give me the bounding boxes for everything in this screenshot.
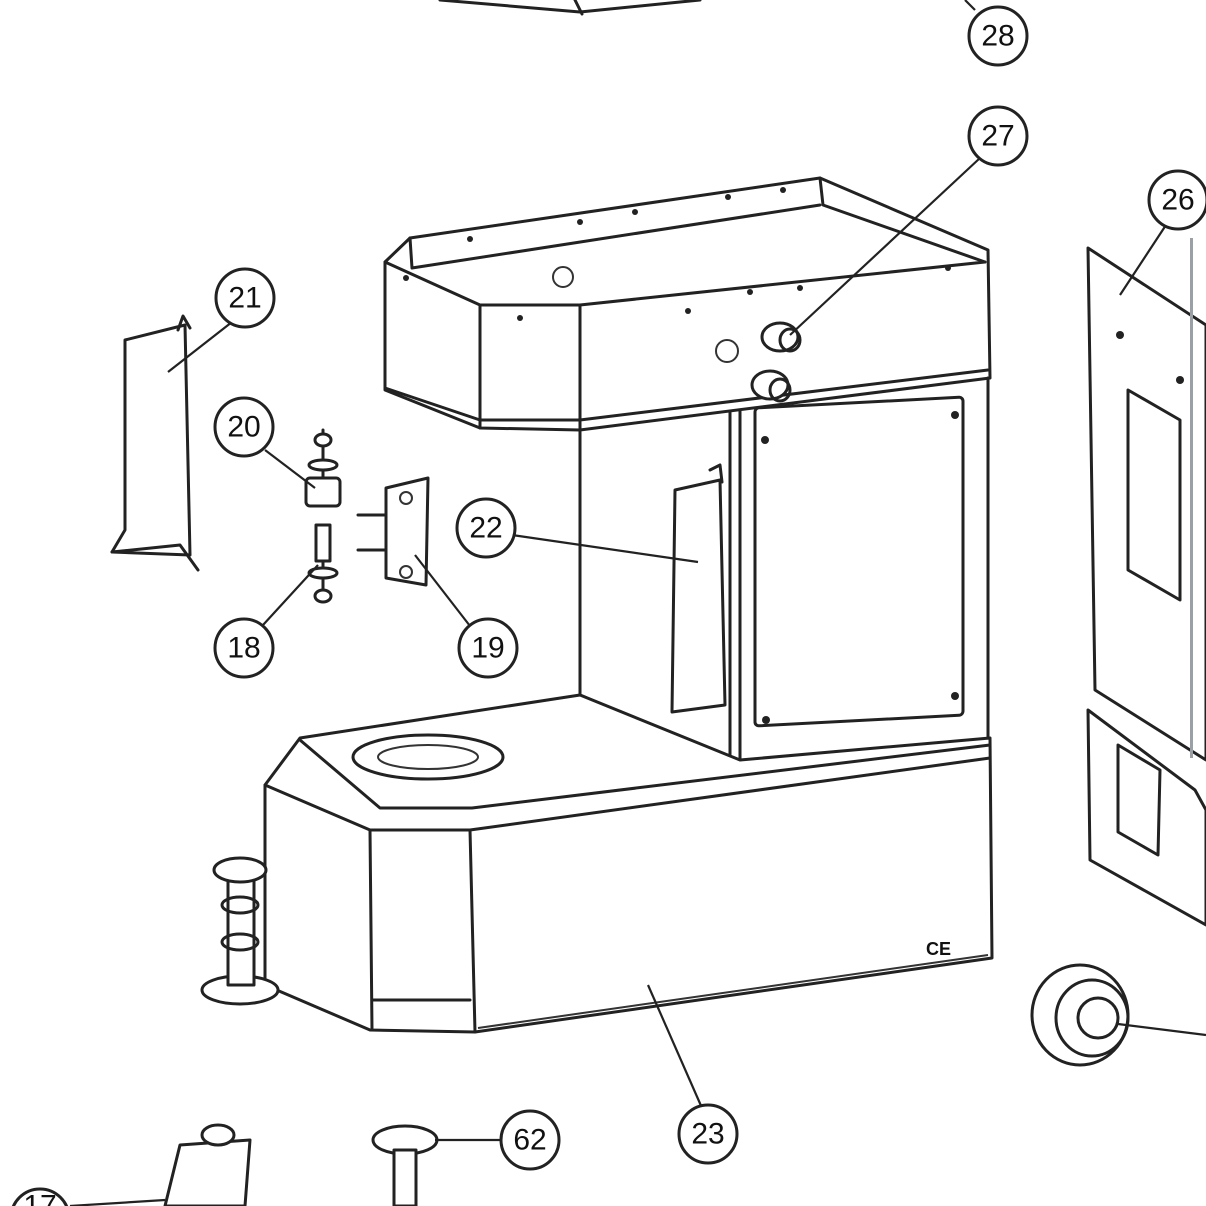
adjustable-foot bbox=[200, 856, 280, 1006]
callout-27-label: 27 bbox=[981, 120, 1014, 153]
mount-stud bbox=[304, 428, 342, 604]
callout-23: 23 bbox=[677, 1103, 739, 1165]
ce-marking: CE bbox=[926, 939, 951, 959]
callout-62: 62 bbox=[499, 1109, 561, 1171]
callout-22-label: 22 bbox=[469, 512, 502, 545]
callout-28-label: 28 bbox=[981, 20, 1014, 53]
leader-lines bbox=[69, 0, 1167, 1206]
callout-27: 27 bbox=[967, 105, 1029, 167]
upper-housing bbox=[383, 176, 992, 432]
base bbox=[263, 693, 994, 1034]
callout-17: 17 bbox=[11, 1187, 69, 1206]
callout-21-label: 21 bbox=[228, 282, 261, 315]
pulley bbox=[1030, 963, 1206, 1067]
callout-17-label: 17 bbox=[23, 1190, 56, 1206]
castor-17 bbox=[163, 1123, 252, 1206]
column-body bbox=[578, 376, 990, 762]
screw-dots-upper bbox=[403, 187, 951, 321]
callout-23-label: 23 bbox=[691, 1118, 724, 1151]
scrollbar[interactable] bbox=[1190, 238, 1193, 758]
callout-26-label: 26 bbox=[1161, 184, 1194, 217]
callout-26: 26 bbox=[1147, 169, 1206, 231]
bracket-21 bbox=[110, 314, 200, 572]
bracket-22 bbox=[670, 463, 727, 714]
side-panel-26 bbox=[1086, 246, 1206, 762]
callout-22: 22 bbox=[455, 497, 517, 559]
callout-19-label: 19 bbox=[471, 632, 504, 665]
top-cover-fragment bbox=[438, 0, 702, 16]
callout-19: 19 bbox=[457, 617, 519, 679]
plate-19 bbox=[356, 476, 430, 587]
callout-20: 20 bbox=[213, 396, 275, 458]
callout-28: 28 bbox=[967, 5, 1029, 67]
callout-21: 21 bbox=[214, 267, 276, 329]
cable-glands bbox=[750, 321, 802, 403]
knob-62 bbox=[371, 1124, 439, 1206]
lower-grill-panel bbox=[1086, 708, 1206, 927]
callout-18: 18 bbox=[213, 617, 275, 679]
callout-20-label: 20 bbox=[227, 411, 260, 444]
callout-18-label: 18 bbox=[227, 632, 260, 665]
callout-62-label: 62 bbox=[513, 1124, 546, 1157]
